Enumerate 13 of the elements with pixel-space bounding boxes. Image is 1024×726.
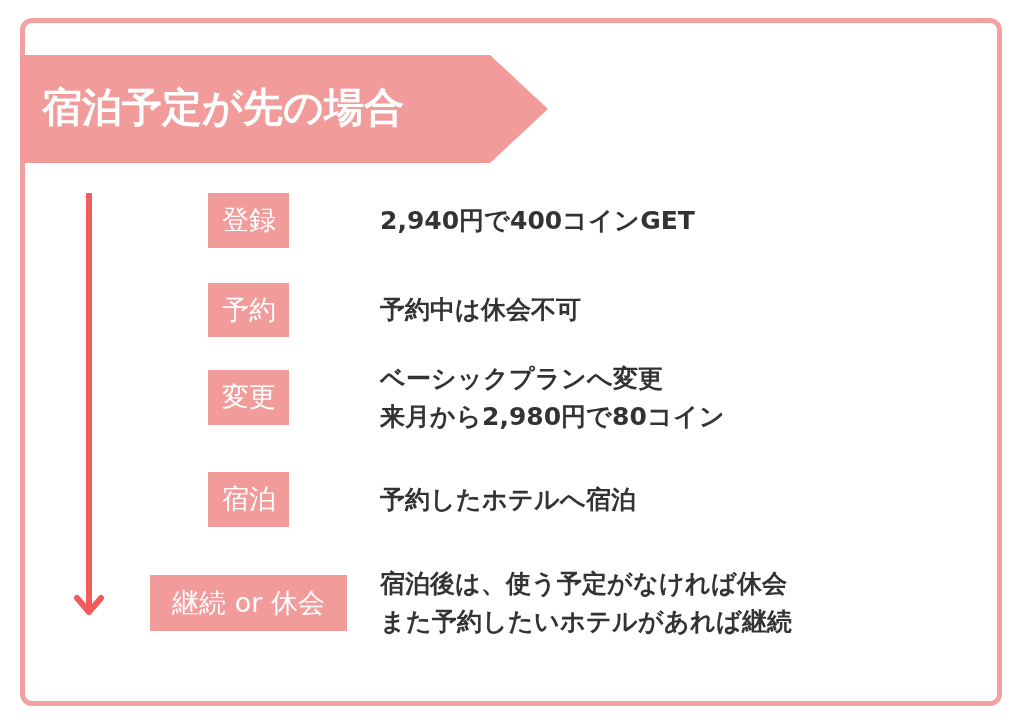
- step-description: また予約したいホテルがあれば継続: [380, 606, 792, 638]
- step-description: 予約したホテルへ宿泊: [380, 483, 636, 516]
- step-label: 予約: [208, 283, 289, 337]
- step-label: 宿泊: [208, 472, 289, 527]
- step-description: 宿泊後は、使う予定がなければ休会: [380, 568, 788, 600]
- step-description: 来月から2,980円で80コイン: [380, 400, 725, 433]
- step-description: ベーシックプランへ変更: [380, 362, 664, 395]
- step-description: 予約中は休会不可: [380, 294, 581, 326]
- step-label: 変更: [208, 370, 289, 425]
- step-label: 継続 or 休会: [150, 575, 347, 631]
- title-text: 宿泊予定が先の場合: [42, 83, 404, 132]
- step-label: 登録: [208, 193, 289, 248]
- step-description: 2,940円で400コインGET: [380, 204, 695, 237]
